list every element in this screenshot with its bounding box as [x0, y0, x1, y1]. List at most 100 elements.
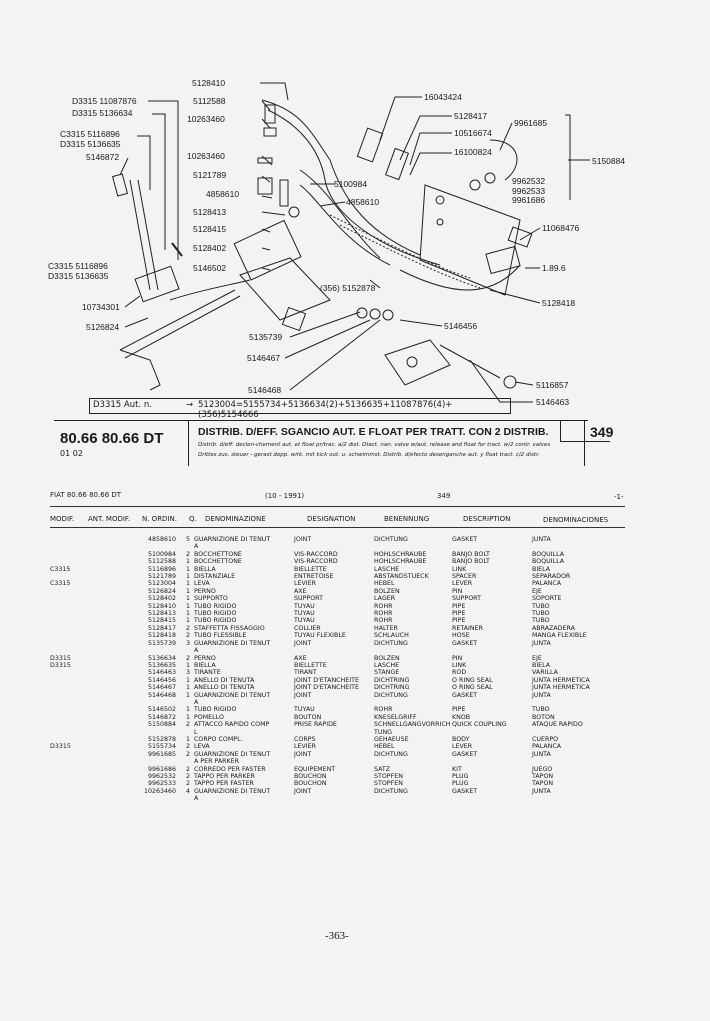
table-cell-it: BOCCHETTONE [194, 558, 242, 566]
table-cell-it: SUPPORTO [194, 595, 228, 603]
part-label: D3315 5136635 [60, 139, 121, 149]
table-cell-modif: D3315 [50, 661, 71, 669]
table-cell-modif [50, 595, 86, 602]
table-cell-modif [50, 773, 86, 780]
table-cell-q [182, 729, 194, 736]
table-cell-n: 4858610 [147, 536, 176, 543]
table-cell-n: 5123004 [147, 580, 176, 588]
table-cell-n [134, 647, 182, 654]
table-cell-q: 1 [185, 565, 190, 573]
table-cell-modif [50, 677, 86, 684]
table-cell-it: A PER PARKER [194, 758, 240, 766]
table-cell-en: LINK [452, 565, 467, 573]
table-cell-fr: PRISE RAPIDE [294, 721, 337, 729]
table-cell-n: 5146467 [147, 684, 176, 692]
table-cell-n: 10263460 [143, 787, 176, 795]
table-cell-ant [86, 603, 134, 610]
table-cell-en: BANJO BOLT [452, 550, 490, 558]
table-cell-ant [86, 758, 134, 765]
table-cell-n [134, 758, 182, 765]
table-cell-de [374, 699, 452, 706]
table-cell-n: 9962532 [147, 773, 176, 780]
reference-model: D3315 Aut. n. [93, 400, 152, 410]
table-cell-fr: JOINT [294, 639, 312, 647]
table-cell-fr: BOUTON [294, 713, 322, 721]
col-header-description: DESCRIPTION [463, 515, 511, 523]
table-cell-it: TUBO FLESSIBLE [194, 632, 247, 640]
table-cell-ant [86, 669, 134, 676]
table-cell-fr: JOINT [294, 787, 312, 795]
part-label: 5100984 [334, 179, 368, 189]
table-cell-q: 2 [185, 773, 190, 780]
table-cell-es: BOQUILLA [532, 550, 565, 558]
col-header-ant-modif: ANT. MODIF. [88, 515, 131, 523]
table-cell-modif: C3315 [50, 565, 71, 573]
part-label: 10263460 [187, 114, 225, 124]
table-cell-ant [86, 773, 134, 780]
table-cell-n: 5146468 [147, 691, 176, 699]
table-cell-it: TIRANTE [194, 669, 221, 677]
table-cell-de: HOHLSCHRAUBE [374, 558, 427, 566]
table-cell-it: ANELLO DI TENUTA [194, 684, 255, 692]
table-cell-fr: AXE [294, 587, 307, 595]
table-cell-ant [86, 684, 134, 691]
table-cell-n: 5128413 [147, 610, 176, 618]
table-cell-it: STAFFETTA FISSAGGIO [194, 624, 265, 632]
table-cell-fr [294, 758, 374, 765]
table-cell-fr: TUYAU [294, 706, 315, 714]
table-cell-fr: TUYAU [294, 602, 315, 610]
table-cell-fr: TUYAU [294, 610, 315, 618]
part-label: 5146467 [247, 353, 281, 363]
table-cell-it: PERNO [194, 587, 216, 595]
table-cell-n: 5136634 [147, 654, 176, 662]
table-cell-de: GEHAEUSE [374, 735, 409, 743]
exploded-diagram: 5128410 D3315 11087876 5112588 D3315 513… [0, 0, 710, 420]
table-cell-de [374, 758, 452, 765]
table-cell-en [452, 795, 532, 802]
table-cell-en: ROD [452, 669, 467, 677]
table-cell-ant [86, 721, 134, 728]
table-cell-de: DICHTUNG [374, 750, 408, 758]
part-label: 5128410 [192, 78, 226, 88]
table-cell-de [374, 647, 452, 654]
table-cell-en [452, 647, 532, 654]
table-cell-de: STOPFEN [374, 780, 403, 788]
table-cell-fr: BIELLETTE [294, 661, 327, 669]
section-title: DISTRIB. D/EFF. SGANCIO AUT. E FLOAT PER… [198, 426, 549, 438]
part-label: 4858610 [346, 197, 380, 207]
part-label: 5128417 [454, 111, 488, 121]
table-cell-n: 5146456 [147, 676, 176, 684]
table-cell-it: TAPPO PER FASTER [194, 780, 254, 788]
table-cell-es [532, 758, 612, 765]
table-cell-q: 2 [185, 632, 190, 640]
table-cell-modif [50, 699, 86, 706]
table-cell-fr [294, 699, 374, 706]
table-cell-es: EJE [532, 587, 542, 595]
table-cell-q: 1 [185, 573, 190, 581]
table-cell-es [532, 647, 612, 654]
table-cell-ant [86, 573, 134, 580]
table-cell-n: 5150884 [147, 721, 176, 729]
table-cell-it: CORPO COMPL. [194, 735, 243, 743]
table-cell-de: HOHLSCHRAUBE [374, 550, 427, 558]
table-cell-it: LEVA [194, 580, 210, 588]
table-cell-en: GASKET [452, 536, 478, 543]
table-cell-q: 1 [185, 617, 190, 625]
table-cell-es: EJE [532, 654, 542, 662]
table-cell-fr: JOINT D'ETANCHEITE [294, 676, 359, 684]
part-label: 5146872 [86, 152, 120, 162]
table-cell-q: 1 [185, 580, 190, 588]
table-cell-modif [50, 684, 86, 691]
table-cell-de: HEBEL [374, 743, 395, 751]
table-cell-fr: BOUCHON [294, 780, 327, 788]
table-cell-fr: BIELLETTE [294, 565, 327, 573]
table-cell-q: 3 [185, 669, 190, 677]
